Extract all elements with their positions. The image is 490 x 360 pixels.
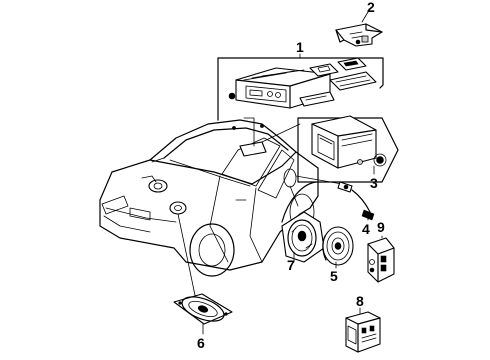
radio-bracket-frame [217, 53, 384, 121]
car-body [99, 119, 319, 277]
tweeter-speaker [281, 211, 325, 263]
door-speaker [322, 226, 354, 266]
callout-2: 2 [367, 0, 375, 15]
leader-2 [361, 11, 369, 23]
callout-7: 7 [287, 257, 295, 273]
callout-9: 9 [377, 219, 385, 235]
callout-8: 8 [356, 293, 364, 309]
radio-receiver-assembly [228, 67, 335, 109]
callout-4: 4 [362, 221, 370, 237]
callout-6: 6 [197, 335, 205, 351]
rear-oval-speaker [173, 293, 233, 325]
callout-1: 1 [296, 39, 304, 55]
antenna-lead-connector [337, 181, 375, 221]
speaker-bracket [367, 237, 395, 283]
amplifier-module [345, 311, 381, 353]
callout-5: 5 [330, 268, 338, 284]
radio-lower-frame [297, 117, 399, 183]
cd-changer-unit [311, 115, 387, 169]
radio-accessory-plates [309, 57, 377, 91]
callout-3: 3 [370, 175, 378, 191]
leader-lines [177, 117, 343, 301]
mounting-bracket [335, 23, 383, 47]
